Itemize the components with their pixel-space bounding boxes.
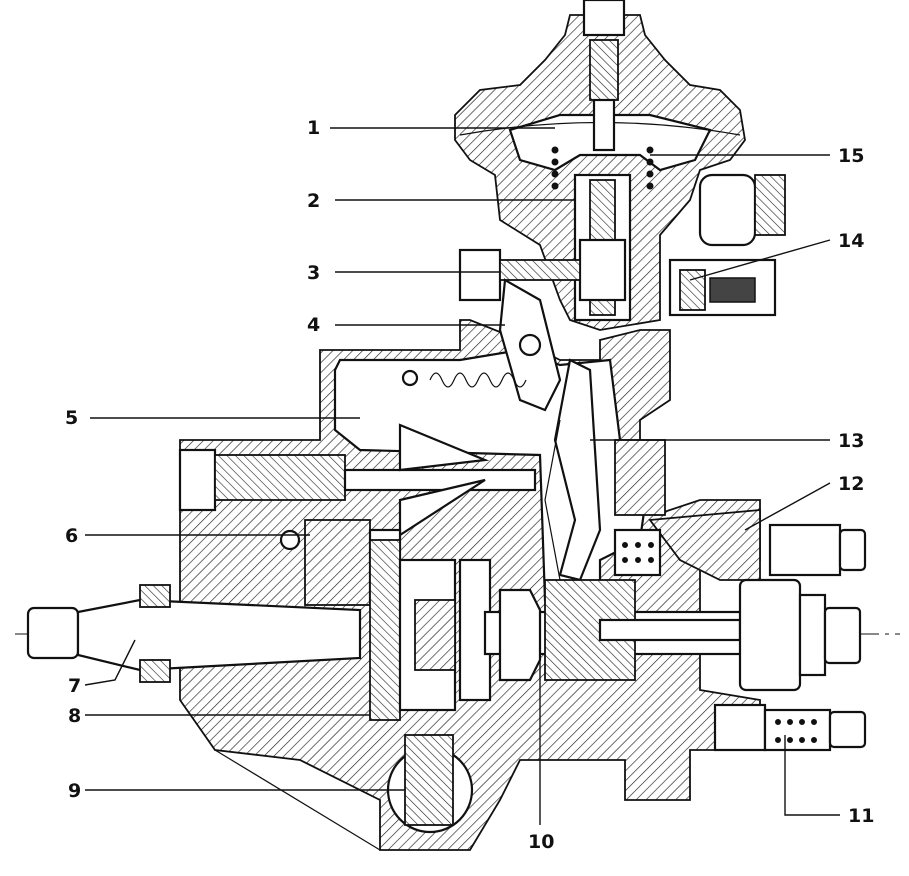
leader-7 [84, 639, 136, 686]
callout-2: 2 [307, 190, 320, 212]
left-plug [458, 248, 581, 302]
solenoid-valve [668, 258, 777, 317]
leader-11 [784, 735, 840, 816]
mounting-bracket [214, 749, 381, 851]
callout-7: 7 [68, 675, 81, 697]
governor-spring [551, 146, 654, 190]
callout-5: 5 [65, 407, 78, 429]
plunger-spring [613, 528, 662, 577]
leader-14 [689, 239, 831, 281]
callout-15: 15 [838, 145, 864, 167]
callout-1: 1 [307, 117, 320, 139]
callout-12: 12 [838, 473, 864, 495]
drive-shaft [26, 584, 362, 683]
callout-11: 11 [848, 805, 874, 827]
distributor-plunger [483, 579, 747, 682]
distributor-head [648, 509, 867, 692]
fuel-inlet-fitting [178, 423, 537, 538]
callout-13: 13 [838, 430, 864, 452]
callout-9: 9 [68, 780, 81, 802]
callout-labels: 1 2 3 4 5 6 7 8 9 10 11 12 13 14 15 [65, 117, 874, 853]
leader-12 [744, 482, 831, 531]
callout-10: 10 [528, 831, 554, 853]
control-sleeve-block [614, 439, 666, 516]
callout-3: 3 [307, 262, 320, 284]
governor-piston [573, 173, 632, 322]
overflow-valve [713, 703, 867, 752]
roller-ring [369, 539, 492, 721]
callout-14: 14 [838, 230, 864, 252]
leader-lines [84, 127, 840, 825]
right-banjo-fitting [698, 173, 786, 247]
governor-housing [454, 0, 746, 331]
control-lever [544, 358, 602, 582]
governor-lever [498, 278, 562, 412]
callout-6: 6 [65, 525, 78, 547]
callout-8: 8 [68, 705, 81, 727]
tension-spring [401, 369, 527, 388]
callout-4: 4 [307, 314, 320, 336]
